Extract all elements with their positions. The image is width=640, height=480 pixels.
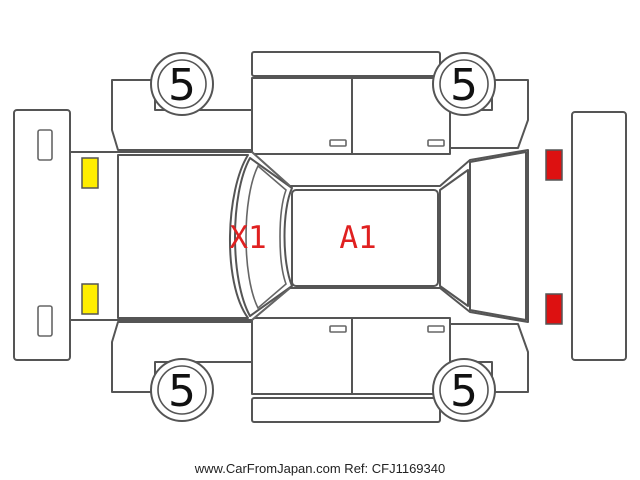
front-left-light — [81, 157, 99, 189]
rear-left-tire: 5 — [432, 52, 496, 116]
rear-left-tire-rating: 5 — [450, 60, 478, 111]
left-doors — [251, 77, 451, 155]
rear-window — [439, 169, 469, 307]
rear-bumper — [571, 111, 627, 361]
footer-reference: www.CarFromJapan.com Ref: CFJ1169340 — [194, 461, 445, 476]
windshield-inner-edge — [245, 164, 287, 310]
front-right-tire-rating: 5 — [168, 366, 196, 417]
front-left-tire-rating: 5 — [168, 60, 196, 111]
rear-left-light — [545, 149, 563, 181]
rear-right-tire-rating: 5 — [450, 366, 478, 417]
rear-left-fender — [449, 79, 529, 149]
roof-damage-code: A1 — [339, 220, 376, 256]
front-left-pillar — [251, 151, 291, 187]
front-right-pillar — [251, 287, 291, 321]
rear-right-fender — [449, 323, 529, 393]
hood-panel — [117, 154, 249, 319]
front-left-tire: 5 — [150, 52, 214, 116]
front-right-light — [81, 283, 99, 315]
tailgate-panel — [469, 151, 527, 321]
roof-panel — [291, 189, 439, 287]
front-right-tire: 5 — [150, 358, 214, 422]
right-doors — [251, 317, 451, 395]
left-side-sill — [251, 51, 441, 77]
hood-damage-code: X1 — [229, 220, 266, 256]
right-side-sill — [251, 397, 441, 423]
front-bumper — [13, 109, 71, 361]
rear-right-light — [545, 293, 563, 325]
rear-right-tire: 5 — [432, 358, 496, 422]
